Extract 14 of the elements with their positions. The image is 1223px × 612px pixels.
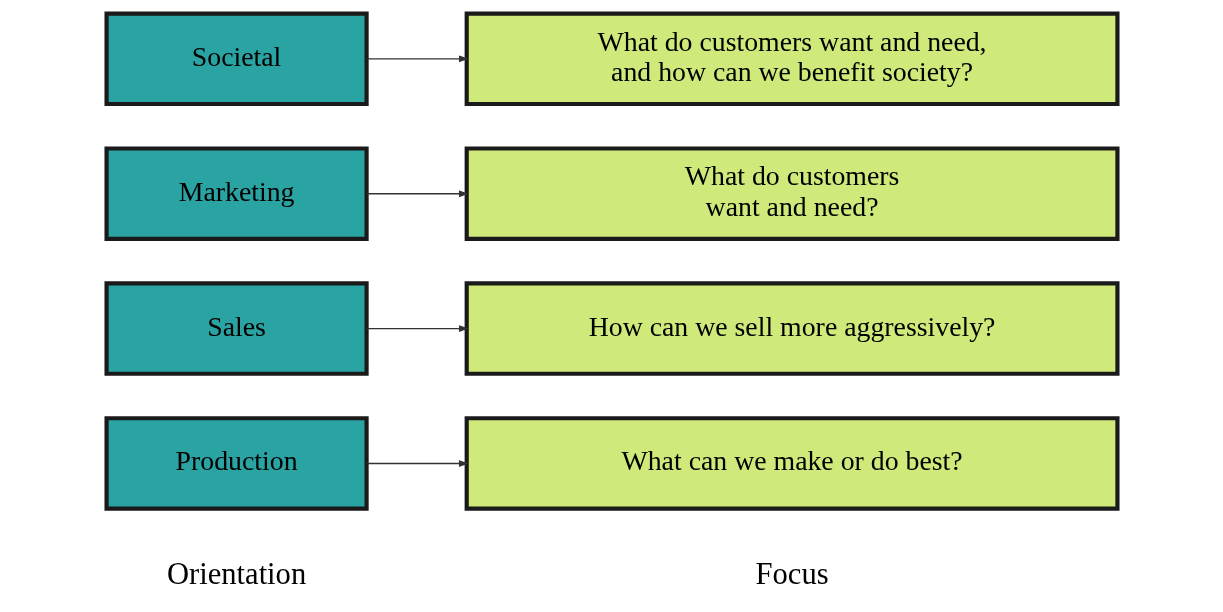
node-box: Societal (103, 11, 369, 107)
node-box: Marketing (103, 146, 369, 241)
arrow (365, 325, 469, 332)
node-box: What can we make or do best? (464, 416, 1120, 511)
node-box: What do customers want and need, and how can we benefit society? (464, 11, 1120, 107)
arrow (365, 55, 469, 63)
label: Focus (755, 556, 829, 591)
node-box: Sales (103, 281, 369, 376)
node-box: How can we sell more aggressively? (464, 281, 1120, 376)
node-box: Production (103, 416, 369, 511)
arrow (365, 460, 469, 467)
label: Orientation (166, 556, 306, 591)
arrow (365, 190, 469, 198)
node-box: What do customers want and need? (464, 146, 1120, 241)
